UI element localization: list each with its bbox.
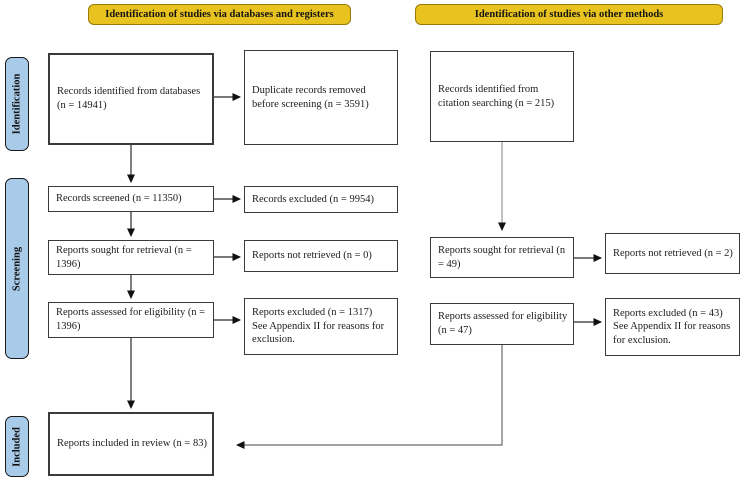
box-records-excluded: Records excluded (n = 9954) <box>244 186 398 213</box>
stage-identification-label: Identification <box>11 73 23 135</box>
stage-identification: Identification <box>5 57 29 151</box>
reports-excluded-other-line1: Reports excluded (n = 43) <box>613 307 723 319</box>
box-duplicates-removed: Duplicate records removed before screeni… <box>244 50 398 145</box>
box-records-identified-databases: Records identified from databases (n = 1… <box>48 53 214 145</box>
header-other-methods: Identification of studies via other meth… <box>415 4 723 25</box>
reports-excluded-databases-line1: Reports excluded (n = 1317) <box>252 307 373 319</box>
stage-included-label: Included <box>11 426 23 467</box>
box-records-identified-citation: Records identified from citation searchi… <box>430 51 574 142</box>
reports-excluded-databases-line2: See Appendix II for reasons for exclusio… <box>252 320 385 346</box>
stage-included: Included <box>5 416 29 477</box>
box-reports-not-retrieved-databases: Reports not retrieved (n = 0) <box>244 240 398 272</box>
stage-screening: Screening <box>5 178 29 359</box>
reports-excluded-other-line2: See Appendix II for reasons for exclusio… <box>613 321 731 346</box>
box-reports-sought-other: Reports sought for retrieval (n = 49) <box>430 237 574 278</box>
header-databases-registers: Identification of studies via databases … <box>88 4 351 25</box>
box-reports-excluded-other: Reports excluded (n = 43) See Appendix I… <box>605 298 740 356</box>
box-reports-not-retrieved-other: Reports not retrieved (n = 2) <box>605 233 740 274</box>
box-reports-assessed-databases: Reports assessed for eligibility (n = 13… <box>48 302 214 338</box>
box-records-screened: Records screened (n = 11350) <box>48 186 214 212</box>
box-reports-included: Reports included in review (n = 83) <box>48 412 214 476</box>
box-reports-excluded-databases: Reports excluded (n = 1317) See Appendix… <box>244 298 398 355</box>
stage-screening-label: Screening <box>11 246 23 291</box>
box-reports-assessed-other: Reports assessed for eligibility (n = 47… <box>430 303 574 345</box>
box-reports-sought-databases: Reports sought for retrieval (n = 1396) <box>48 240 214 275</box>
